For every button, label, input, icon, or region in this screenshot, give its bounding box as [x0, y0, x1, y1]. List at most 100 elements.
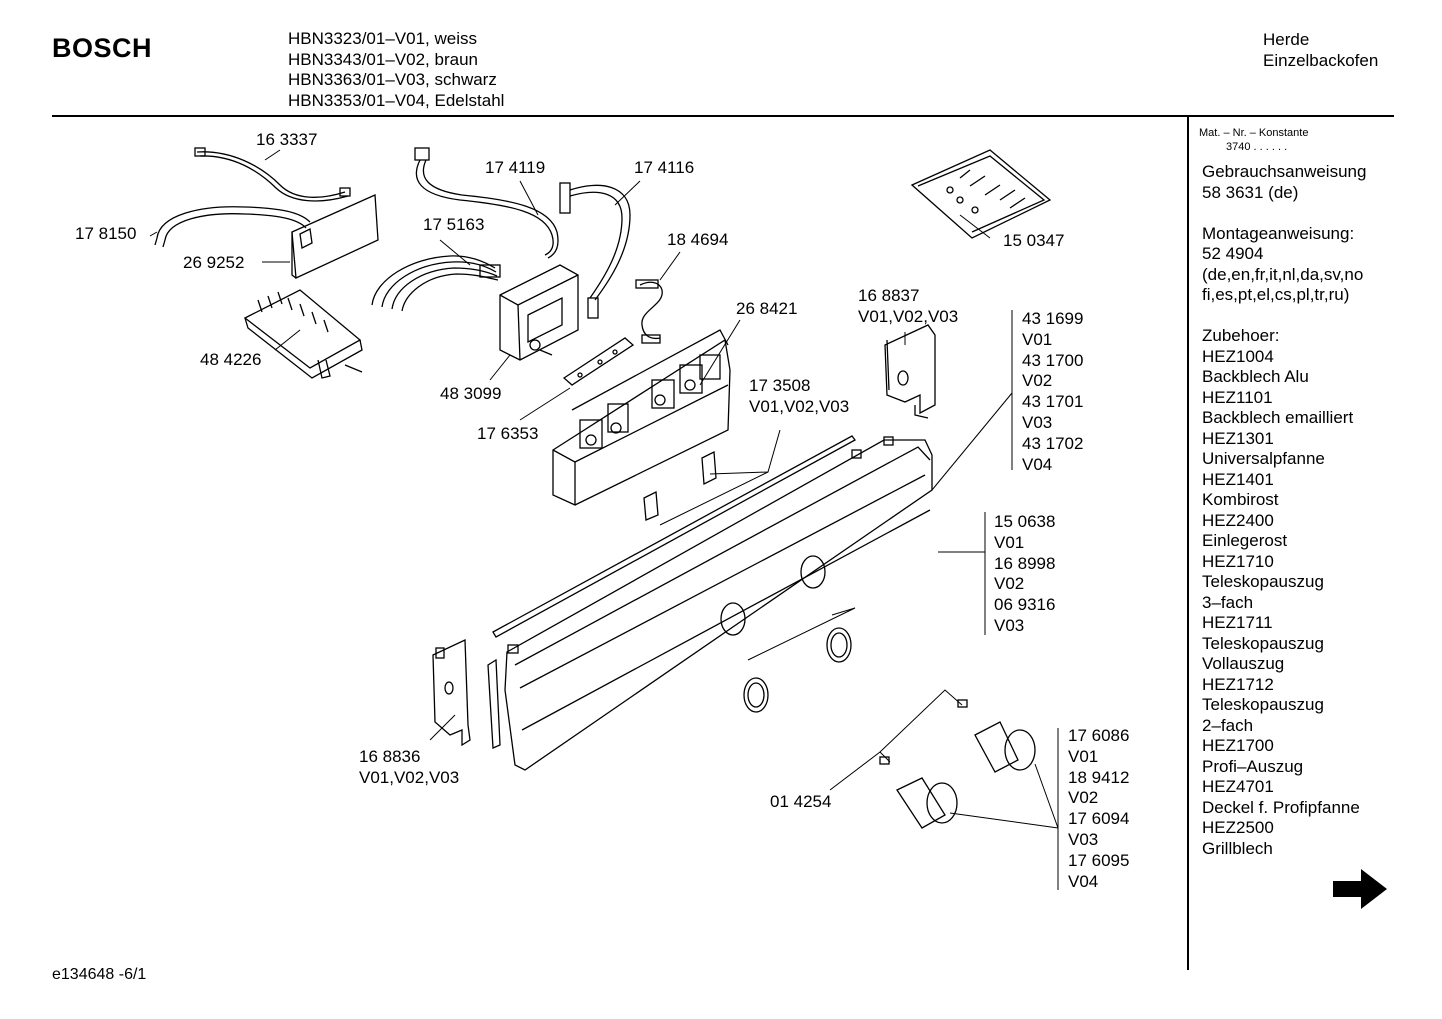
part-label: 48 4226 — [200, 350, 262, 369]
part-variant: V01 — [1022, 329, 1053, 349]
part-variant: V02 — [1022, 371, 1053, 391]
model-list: HBN3323/01–V01, weiss HBN3343/01–V02, br… — [288, 29, 504, 111]
frame-268421 — [552, 329, 731, 506]
part-number: 16 8998 — [994, 553, 1056, 573]
sidebar-line: HEZ2500 — [1202, 818, 1274, 837]
part-label: 17 6353 — [477, 424, 539, 443]
part-label: 17 3508 V01,V02,V03 — [749, 376, 849, 418]
sidebar-line: Universalpfanne — [1202, 449, 1325, 468]
sidebar-line: HEZ1401 — [1202, 469, 1274, 489]
part-variant: V03 — [994, 615, 1025, 635]
cable-163337 — [194, 147, 351, 202]
cable-175163 — [371, 255, 501, 312]
sidebar-line: Zubehoer: — [1202, 326, 1280, 345]
sidebar-line: HEZ1301 — [1202, 428, 1274, 448]
part-label: 16 8837 V01,V02,V03 — [858, 286, 958, 328]
part-number: 17 6095 — [1068, 850, 1130, 870]
terminal-strip-484226 — [243, 289, 363, 379]
part-variant: V02 — [1068, 788, 1099, 808]
header-divider — [52, 115, 1394, 117]
sidebar-line: Grillblech — [1202, 838, 1273, 858]
part-label: 16 8836 V01,V02,V03 — [359, 747, 459, 789]
control-module-483099 — [499, 264, 579, 361]
sidebar-line: 52 4904 — [1202, 244, 1264, 263]
part-label: 17 4119 — [485, 158, 546, 177]
sidebar-line: HEZ4701 — [1202, 777, 1274, 796]
cable-178150 — [154, 206, 311, 248]
constant-label: Mat. – Nr. – Konstante — [1199, 127, 1309, 139]
part-label: 16 3337 — [256, 130, 318, 149]
board-269252 — [291, 194, 379, 279]
sidebar-line: HEZ1712 — [1202, 674, 1274, 694]
cable-174116 — [559, 182, 631, 319]
part-number: 15 0638 — [994, 512, 1056, 531]
part-label: 26 9252 — [183, 253, 245, 272]
cable-174119 — [414, 147, 559, 259]
category-line: Herde — [1263, 30, 1310, 49]
part-number: 43 1701 — [1022, 392, 1084, 412]
knobs — [879, 699, 1036, 829]
sidebar-line: Teleskopauszug — [1202, 695, 1324, 714]
sidebar-line: HEZ2400 — [1202, 510, 1274, 530]
part-number: 06 9316 — [994, 595, 1056, 615]
sidebar-line: Backblech emailliert — [1202, 408, 1354, 427]
model-line: HBN3323/01–V01, weiss — [288, 29, 478, 48]
sidebar-line: HEZ1711 — [1202, 613, 1273, 632]
sidebar-divider — [1187, 116, 1189, 970]
category-line: Einzelbackofen — [1263, 50, 1379, 70]
part-variant: V02 — [994, 574, 1025, 594]
sidebar-line: Deckel f. Profipfanne — [1202, 797, 1360, 817]
part-variant: V03 — [1068, 829, 1099, 849]
part-label: 01 4254 — [770, 792, 832, 811]
part-variant: V03 — [1022, 412, 1053, 432]
constant-value: 3740 . . . . . . — [1226, 141, 1288, 153]
sidebar-line: (de,en,fr,it,nl,da,sv,no — [1202, 264, 1364, 284]
material-constant: Mat. – Nr. – Konstante 3740 . . . . . . — [1199, 126, 1308, 154]
sidebar-line: Einlegerost — [1202, 531, 1288, 550]
part-label: 17 4116 — [634, 158, 695, 177]
sidebar-line: Montageanweisung: — [1202, 223, 1355, 243]
part-number: 43 1702 — [1022, 433, 1084, 453]
right-arrow-icon[interactable] — [1331, 867, 1389, 911]
part-label: 18 4694 — [667, 230, 729, 249]
part-number: 43 1700 — [1022, 350, 1084, 370]
part-variants: V01,V02,V03 — [749, 396, 850, 416]
sidebar-line: HEZ1004 — [1202, 346, 1274, 366]
part-variants: V01,V02,V03 — [359, 767, 460, 787]
model-line: HBN3343/01–V02, braun — [288, 49, 478, 69]
part-number: 43 1699 — [1022, 309, 1084, 328]
sidebar-line: Gebrauchsanweisung — [1202, 162, 1367, 181]
bracket-168836 — [432, 638, 471, 747]
part-number: 17 6086 — [1068, 726, 1130, 745]
part-variant: V04 — [1068, 871, 1099, 891]
sidebar-line: Vollauszug — [1202, 654, 1285, 673]
plate-176353 — [562, 337, 635, 386]
sidebar-line: Profi–Auszug — [1202, 756, 1304, 776]
part-number: 18 9412 — [1068, 767, 1130, 787]
sidebar-line: HEZ1710 — [1202, 551, 1274, 571]
clip-173508 — [643, 450, 717, 521]
model-line: HBN3353/01–V04, Edelstahl — [288, 90, 505, 110]
part-label: 15 0347 — [1003, 231, 1065, 250]
screw-packet-150347 — [910, 149, 1052, 239]
part-number: 17 3508 — [749, 376, 811, 395]
part-label: 26 8421 — [736, 299, 798, 318]
part-label: 17 8150 — [75, 224, 137, 243]
bezel-rings — [743, 627, 852, 713]
sidebar-line: Backblech Alu — [1202, 367, 1309, 386]
connector-184694 — [635, 279, 663, 344]
part-variant: V01 — [1068, 746, 1099, 766]
appliance-category: Herde Einzelbackofen — [1263, 30, 1378, 71]
model-line: HBN3363/01–V03, schwarz — [288, 70, 497, 89]
sidebar-line: HEZ1700 — [1202, 736, 1274, 755]
sidebar-line: 2–fach — [1202, 715, 1254, 735]
bracket-168837 — [884, 324, 936, 419]
sidebar-line: fi,es,pt,el,cs,pl,tr,ru) — [1202, 285, 1350, 304]
sidebar-line: Teleskopauszug — [1202, 633, 1324, 653]
sidebar-line: Teleskopauszug — [1202, 572, 1324, 591]
